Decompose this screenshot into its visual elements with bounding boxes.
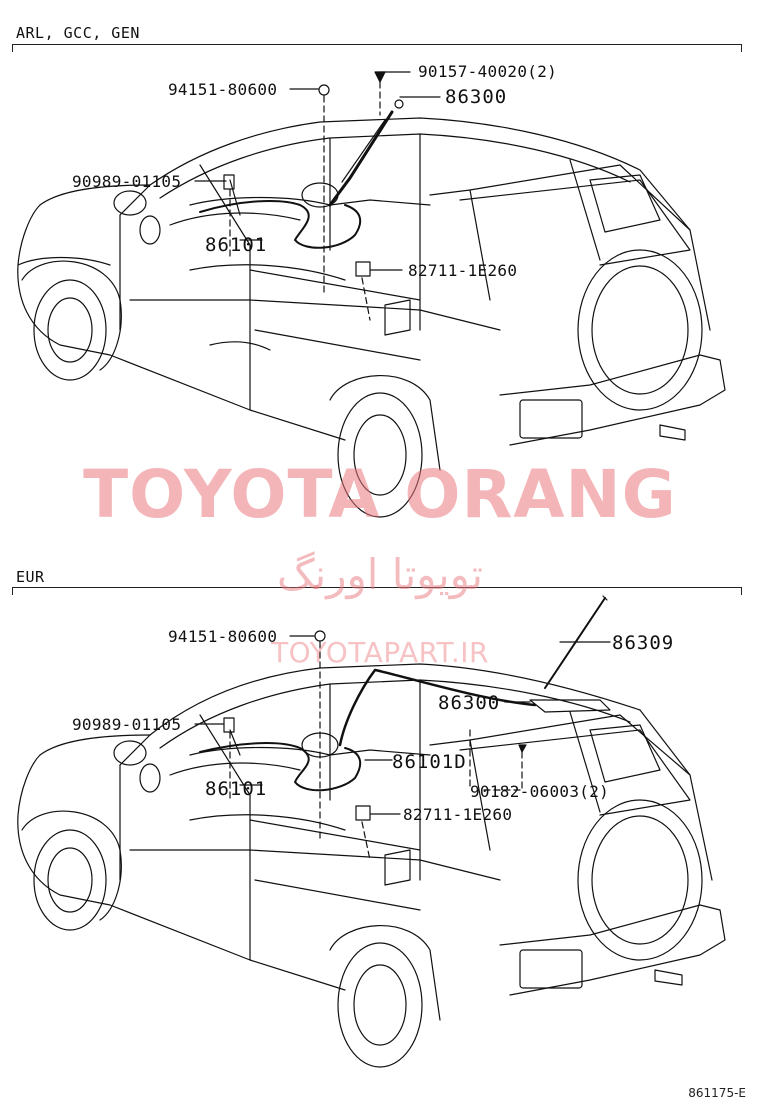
part-label-90182-06003: 90182-06003(2)	[470, 782, 610, 801]
frame-tick-right-2	[741, 587, 742, 595]
part-label-94151-80600-eur: 94151-80600	[168, 627, 278, 646]
part-label-94151-80600: 94151-80600	[168, 80, 278, 99]
figure-code: 861175-E	[688, 1086, 746, 1100]
vehicle-top	[17, 71, 726, 518]
part-label-82711-1e260: 82711-1E260	[408, 261, 518, 280]
section-frame-top	[12, 44, 742, 45]
part-label-90989-01105: 90989-01105	[72, 172, 182, 191]
frame-tick-left	[12, 44, 13, 52]
part-label-86300: 86300	[445, 86, 508, 108]
section-label-arl-gcc-gen: ARL, GCC, GEN	[16, 24, 140, 42]
part-label-90989-01105-eur: 90989-01105	[72, 715, 182, 734]
part-label-86101d: 86101D	[392, 751, 467, 773]
vehicle-bottom	[17, 595, 726, 1068]
watermark-url: TOYOTAPART.IR	[271, 636, 489, 669]
frame-tick-left-2	[12, 587, 13, 595]
part-label-86101: 86101	[205, 234, 268, 256]
watermark-brand: TOYOTA ORANG	[83, 456, 677, 533]
watermark-brand-farsi: تویوتا اورنگ	[276, 550, 484, 599]
part-label-90157-40020: 90157-40020(2)	[418, 62, 558, 81]
section-label-eur: EUR	[16, 568, 45, 586]
part-label-86101-eur: 86101	[205, 778, 268, 800]
part-label-86309: 86309	[612, 632, 675, 654]
frame-tick-right	[741, 44, 742, 52]
section-frame-bottom	[12, 587, 742, 588]
part-label-86300-eur: 86300	[438, 692, 501, 714]
part-label-82711-1e260-eur: 82711-1E260	[403, 805, 513, 824]
